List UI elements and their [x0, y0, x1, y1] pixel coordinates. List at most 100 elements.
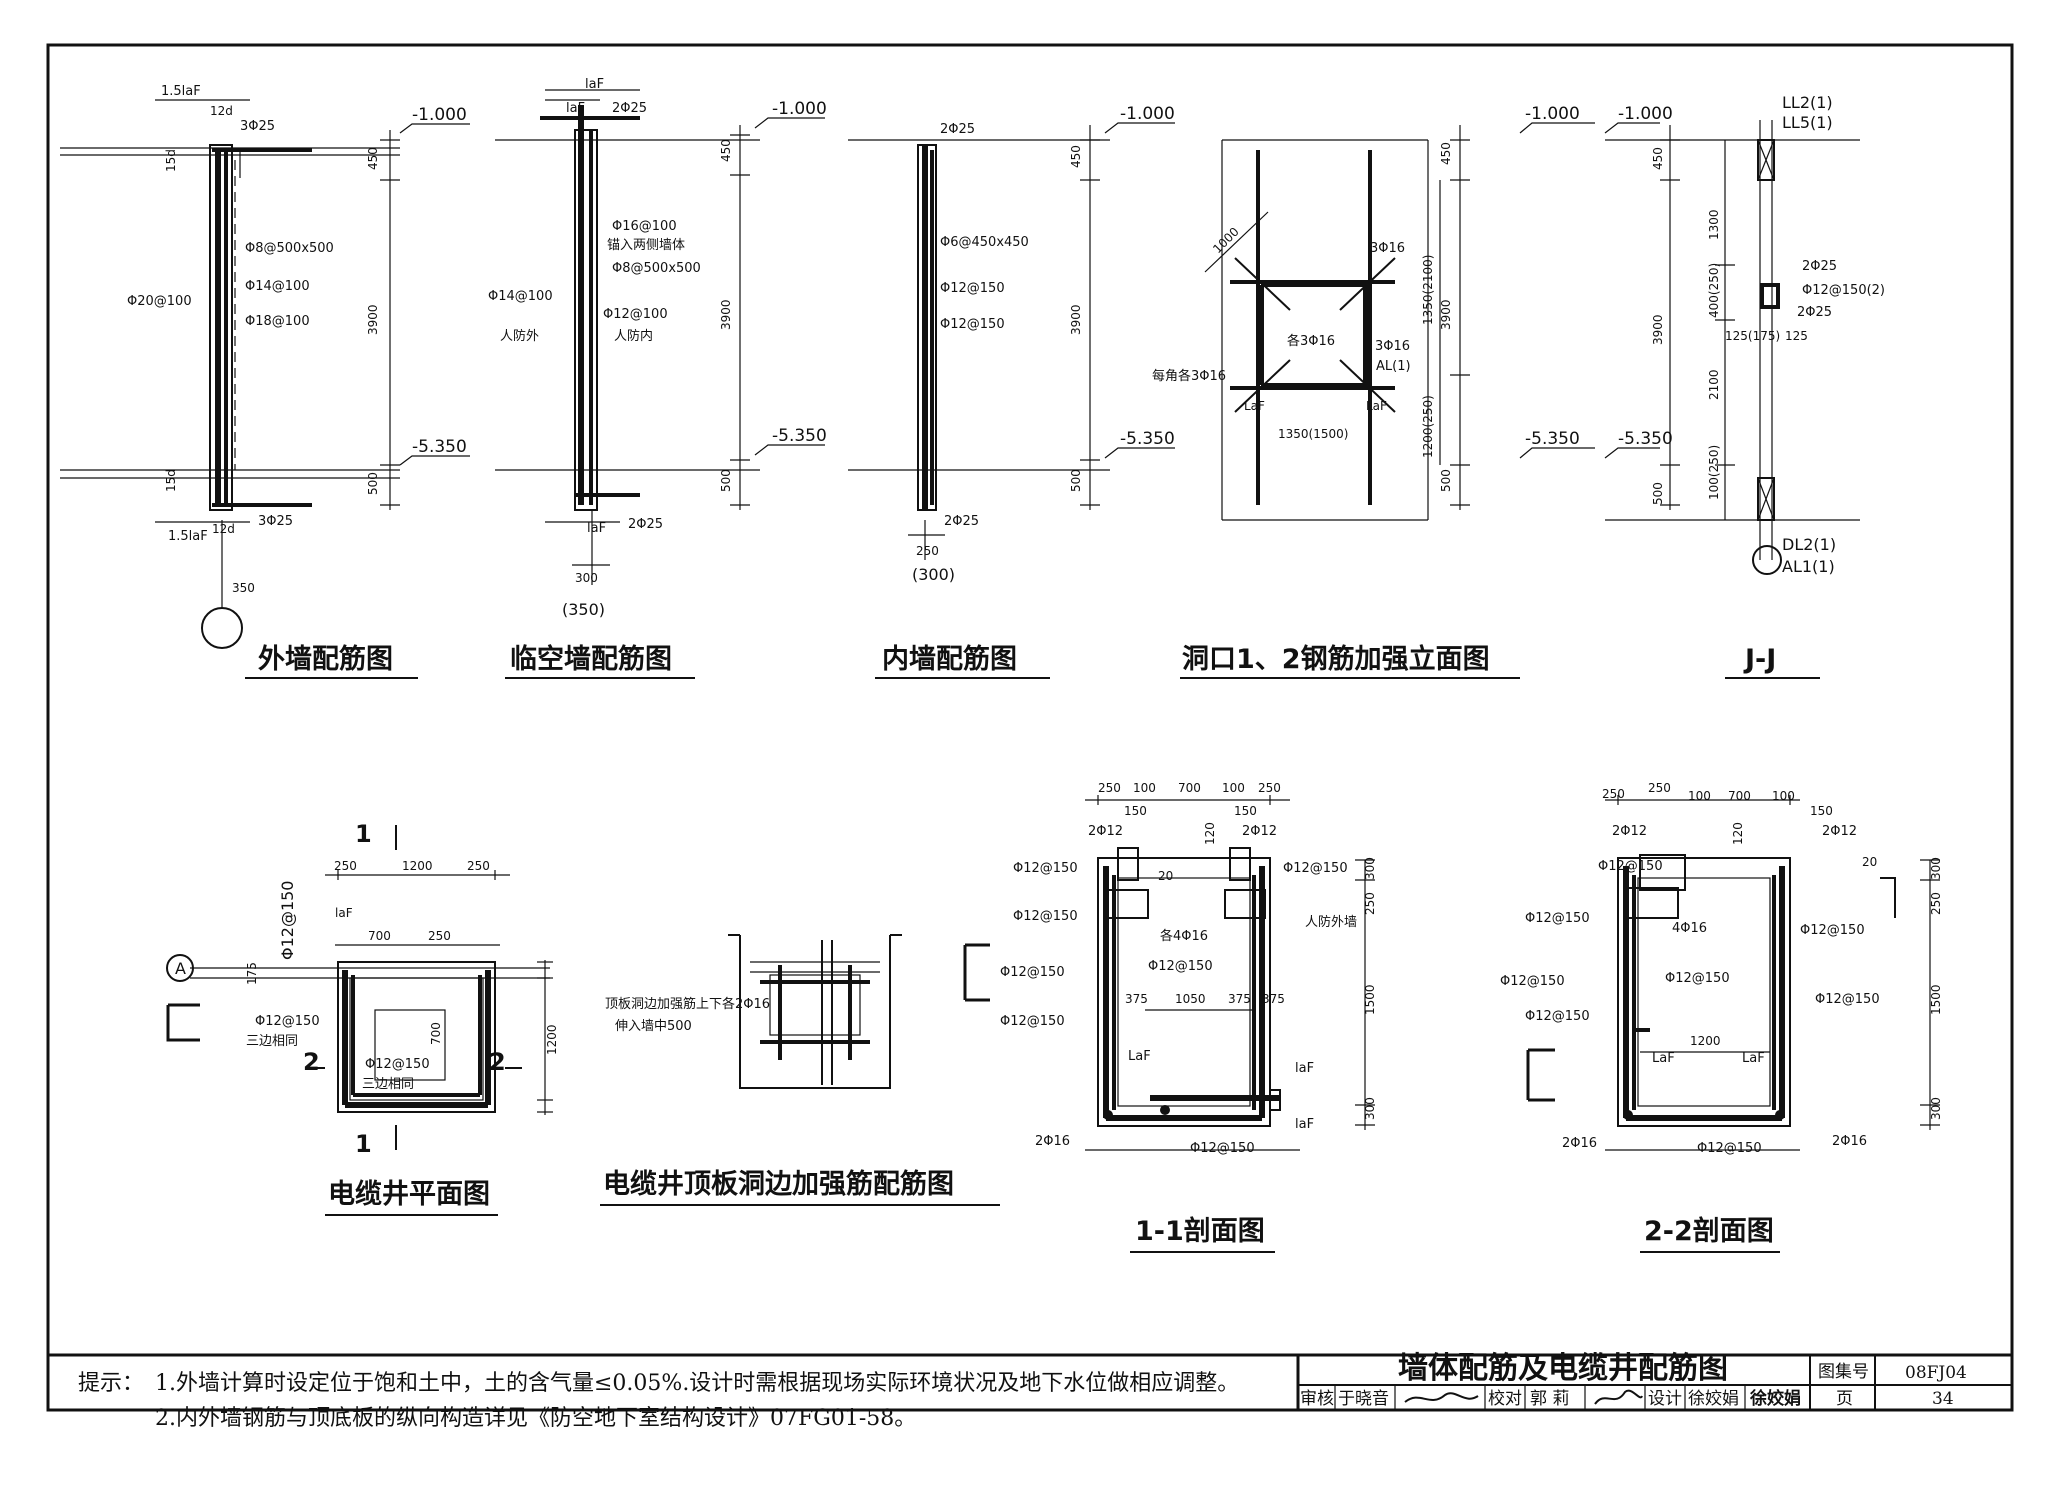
- s11-label-outer-wall: 人防外墙: [1305, 914, 1357, 930]
- designer-signature: 徐姣娟: [1749, 1388, 1801, 1409]
- roof-label-line2: 伸入墙中500: [615, 1019, 692, 1034]
- checker-name: 郭 莉: [1530, 1389, 1569, 1409]
- s22-dim-250-b: 250: [1648, 781, 1671, 795]
- s11-label-phi12-f: Φ12@150: [1000, 1014, 1065, 1029]
- roof-title: 电缆井顶板洞边加强筋配筋图: [603, 1168, 954, 1200]
- edge-label-2phi25-bottom: 2Φ25: [628, 517, 663, 532]
- s11-dim-1050: 1050: [1175, 992, 1206, 1006]
- inner-label-phi12-b: Φ12@150: [940, 317, 1005, 332]
- title-block: 墙体配筋及电缆井配筋图 图集号 08FJ04 审核 于晓音 校对 郭 莉 设计 …: [1296, 1351, 2012, 1410]
- opening-label-laf-2: LaF: [1366, 399, 1387, 413]
- inner-label-2phi25-top: 2Φ25: [940, 122, 975, 137]
- outer-wall-title: 外墙配筋图: [258, 643, 393, 675]
- edge-dim-3900: 3900: [719, 299, 733, 330]
- s11-dim-250-b: 250: [1258, 781, 1281, 795]
- edge-dim-500: 500: [719, 469, 733, 492]
- cable-plan-dim-700: 700: [368, 929, 391, 943]
- s11-label-phi12-d: Φ12@150: [1148, 959, 1213, 974]
- outer-label-12d-bottom: 12d: [212, 522, 235, 536]
- edge-label-2phi25-top: 2Φ25: [612, 101, 647, 116]
- edge-label-phi14: Φ14@100: [488, 289, 553, 304]
- outer-label-phi20: Φ20@100: [127, 294, 192, 309]
- cable-plan-section-2b: 2: [489, 1048, 506, 1076]
- edge-label-outside: 人防外: [500, 328, 539, 344]
- s11-dim-375-a: 375: [1125, 992, 1148, 1006]
- cable-plan-dim-250-c: 250: [428, 929, 451, 943]
- cable-plan-laf: laF: [335, 906, 353, 920]
- outer-dim-450: 450: [366, 147, 380, 170]
- inner-dim-3900: 3900: [1069, 304, 1083, 335]
- s11-label-phi12-c: Φ12@150: [1013, 909, 1078, 924]
- edge-level-top: -1.000: [772, 99, 827, 119]
- jj-dim-100-250: 100(250): [1707, 445, 1721, 500]
- jj-dim-450: 450: [1651, 147, 1665, 170]
- s11-label-each4phi16: 各4Φ16: [1160, 928, 1208, 944]
- cable-plan-dim-1200: 1200: [402, 859, 433, 873]
- s11-label-laf-1: LaF: [1128, 1049, 1151, 1064]
- s22-label-2phi12-a: 2Φ12: [1612, 824, 1647, 839]
- opening-dim-1350-2100: 1350(2100): [1421, 255, 1435, 325]
- s22-label-2phi12-b: 2Φ12: [1822, 824, 1857, 839]
- opening-label-corner: 每角各3Φ16: [1152, 368, 1226, 384]
- outer-label-12d: 12d: [210, 104, 233, 118]
- s22-dim-1200: 1200: [1690, 1034, 1721, 1048]
- jj-dim-125: 125: [1785, 329, 1808, 343]
- s22-label-2phi16-a: 2Φ16: [1562, 1136, 1597, 1151]
- inner-level-bottom: -5.350: [1120, 429, 1175, 449]
- atlas-number: 08FJ04: [1905, 1363, 1967, 1383]
- s11-dim-250-a: 250: [1098, 781, 1121, 795]
- s22-dim-100-b: 100: [1772, 789, 1795, 803]
- jj-level-top: -1.000: [1618, 104, 1673, 124]
- cable-plan-dim-1200-v: 1200: [545, 1024, 559, 1055]
- s11-dim-700: 700: [1178, 781, 1201, 795]
- section-2-2-diagram: 2Φ12 2Φ12 Φ12@150 Φ12@150 4Φ16 Φ12@150 Φ…: [1500, 781, 1943, 1253]
- s11-dim-100-a: 100: [1133, 781, 1156, 795]
- s22-dim-120: 120: [1731, 822, 1745, 845]
- edge-wall-diagram: laF laF 2Φ25 Φ16@100 锚入两侧墙体 Φ8@500x500 Φ…: [488, 77, 827, 679]
- s22-dim-300-top: 300: [1929, 857, 1943, 880]
- edge-label-phi16: Φ16@100: [612, 219, 677, 234]
- roof-opening-diagram: 顶板洞边加强筋上下各2Φ16 伸入墙中500 电缆井顶板洞边加强筋配筋图: [600, 934, 1000, 1206]
- edge-dim-300: 300: [575, 571, 598, 585]
- opening-diagram: 3Φ16 各3Φ16 3Φ16 AL(1) 每角各3Φ16 LaF LaF 13…: [1152, 104, 1595, 679]
- notes-line-2: 2.内外墙钢筋与顶底板的纵向构造详见《防空地下室结构设计》07FG01-58。: [155, 1406, 916, 1431]
- cable-plan-section-1b: 1: [355, 1130, 372, 1158]
- cable-plan-phi12-a: Φ12@150: [255, 1014, 320, 1029]
- s11-label-phi12-e: Φ12@150: [1000, 965, 1065, 980]
- drawing-title: 墙体配筋及电缆井配筋图: [1398, 1351, 1728, 1386]
- outer-label-1.5laf: 1.5laF: [161, 84, 201, 99]
- cable-plan-phi12-b: Φ12@150: [365, 1057, 430, 1072]
- outer-dim-3900: 3900: [366, 304, 380, 335]
- inner-label-phi12-a: Φ12@150: [940, 281, 1005, 296]
- s11-dim-100-b: 100: [1222, 781, 1245, 795]
- outer-wall-diagram: 1.5laF 12d 3Φ25 15d Φ8@500x500 Φ14@100 Φ…: [60, 84, 470, 679]
- design-label: 设计: [1648, 1389, 1682, 1409]
- cable-plan-dim-250-b: 250: [467, 859, 490, 873]
- s11-dim-375-c: 375: [1262, 992, 1285, 1006]
- edge-label-laf-top: laF: [585, 77, 604, 92]
- section-1-1-diagram: 2Φ12 2Φ12 Φ12@150 Φ12@150 Φ12@150 各4Φ16 …: [963, 781, 1377, 1253]
- s11-label-laf-2: laF: [1295, 1061, 1314, 1076]
- s11-label-laf-3: laF: [1295, 1117, 1314, 1132]
- jj-dim-125-175: 125(175): [1725, 329, 1780, 343]
- inner-wall-title: 内墙配筋图: [882, 643, 1017, 675]
- s11-dim-300-top: 300: [1363, 857, 1377, 880]
- edge-label-phi8: Φ8@500x500: [612, 261, 701, 276]
- cable-plan-section-1: 1: [355, 820, 372, 848]
- jj-dim-2100: 2100: [1707, 369, 1721, 400]
- cable-plan-dim-175: 175: [245, 962, 259, 985]
- designer-name: 徐姣娟: [1688, 1389, 1739, 1409]
- notes-label: 提示：: [78, 1371, 144, 1396]
- inner-dim-250: 250: [916, 544, 939, 558]
- s11-dim-150-b: 150: [1234, 804, 1257, 818]
- s22-dim-150: 150: [1810, 804, 1833, 818]
- outer-label-phi8: Φ8@500x500: [245, 241, 334, 256]
- page-number: 34: [1932, 1389, 1954, 1409]
- check-label: 校对: [1488, 1389, 1522, 1409]
- cable-plan-same-1: 三边相同: [246, 1034, 298, 1049]
- s22-dim-1500: 1500: [1929, 984, 1943, 1015]
- sheet-border: [46, 43, 2014, 1412]
- page-label: 页: [1836, 1389, 1853, 1409]
- jj-title: J-J: [1743, 644, 1776, 675]
